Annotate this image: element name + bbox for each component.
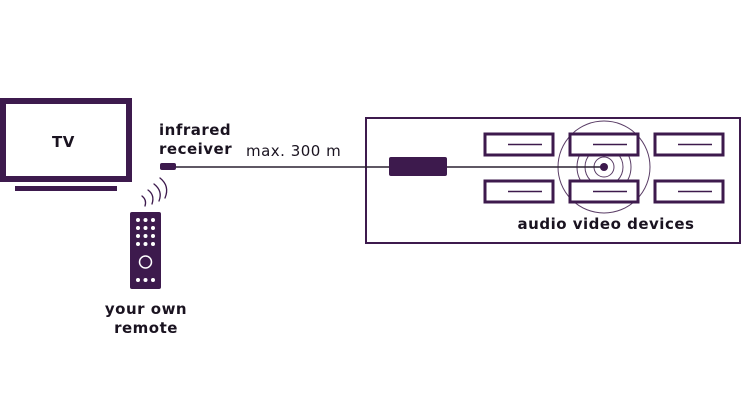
remote-label-line2: remote [114, 319, 178, 337]
ir-emitter-icon [389, 157, 447, 176]
infrared-receiver-icon [160, 163, 176, 170]
emitter-dot [600, 163, 608, 171]
devices-label: audio video devices [517, 215, 695, 233]
remote-label-line1: your own [104, 300, 188, 318]
tv-stand [15, 186, 117, 191]
distance-label: max. 300 m [246, 142, 342, 160]
equipment-rack [365, 117, 741, 244]
signal-waves-icon [141, 177, 168, 207]
remote-control-icon [130, 212, 161, 289]
tv-label: TV [52, 133, 75, 151]
tv-icon [0, 98, 132, 182]
receiver-label-line1: infrared [159, 121, 232, 139]
receiver-label-line2: receiver [159, 140, 233, 158]
audio-video-devices [483, 132, 725, 204]
